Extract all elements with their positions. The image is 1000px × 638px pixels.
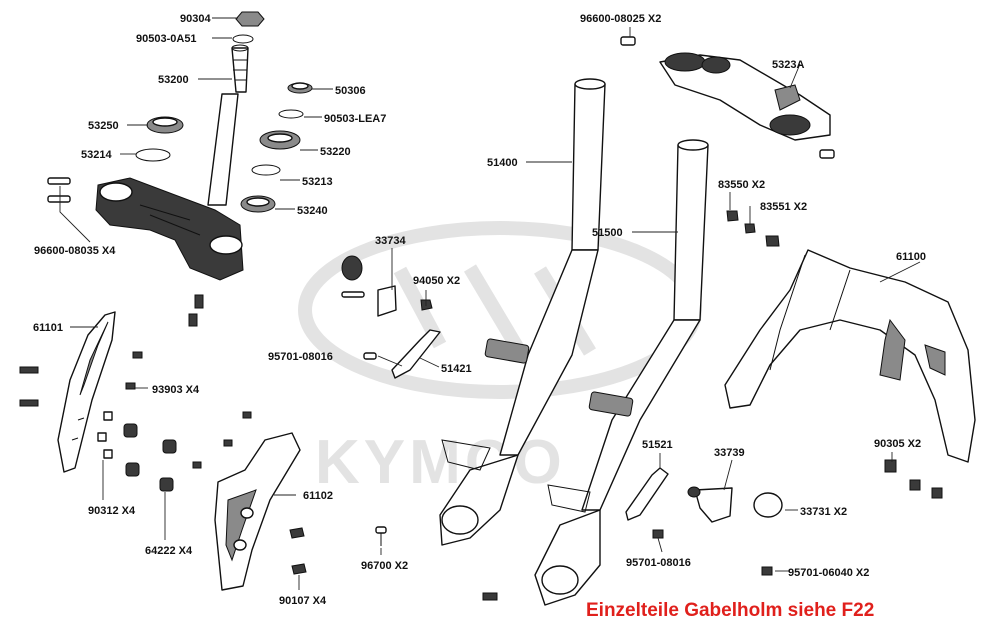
part-clip-83551 <box>765 235 780 247</box>
label-95701-08016-a: 95701-08016 <box>268 351 333 363</box>
part-83550-nut <box>726 210 739 222</box>
part-61101-fork-cover-left <box>57 311 116 473</box>
label-53240: 53240 <box>297 205 328 217</box>
label-95701-08016-b: 95701-08016 <box>626 557 691 569</box>
part-clamp-fastener-1 <box>194 294 204 309</box>
part-screw-left-2 <box>19 399 39 407</box>
part-90503-LEA7-washer <box>278 109 304 119</box>
part-90503-0A51-washer <box>232 34 254 44</box>
label-90304: 90304 <box>180 13 211 25</box>
label-33731: 33731 X2 <box>800 506 847 518</box>
fork-details-reference-note: Einzelteile Gabelholm siehe F22 <box>586 600 875 621</box>
label-53250: 53250 <box>88 120 119 132</box>
label-33734: 33734 <box>375 235 406 247</box>
part-95701-08016-bolt-b <box>652 529 664 539</box>
part-51400-fork-leg-left <box>439 78 606 546</box>
label-90503-0A51: 90503-0A51 <box>136 33 197 45</box>
label-96600-08035: 96600-08035 X4 <box>34 245 116 257</box>
part-5323A-top-triple-clamp <box>659 52 831 141</box>
part-95701-08016-bolt-a <box>363 352 377 360</box>
label-93903: 93903 X4 <box>152 384 200 396</box>
part-50306-race <box>287 82 313 94</box>
label-51400: 51400 <box>487 157 518 169</box>
leader-lines <box>59 17 921 590</box>
label-96600-08025: 96600-08025 X2 <box>580 13 661 25</box>
part-90312-nuts <box>97 411 113 459</box>
label-94050: 94050 X2 <box>413 275 460 287</box>
part-90305-clips <box>884 459 943 499</box>
part-95701-06040-bolt <box>761 566 773 576</box>
part-clamp-fastener-2 <box>188 313 198 327</box>
label-90503-LEA7: 90503-LEA7 <box>324 113 386 125</box>
part-90107-bolts <box>289 527 307 575</box>
label-51421: 51421 <box>441 363 472 375</box>
label-53220: 53220 <box>320 146 351 158</box>
steering-stem-group <box>47 11 313 327</box>
label-90107: 90107 X4 <box>279 595 327 607</box>
part-53213-ring <box>251 164 281 176</box>
label-83551: 83551 X2 <box>760 201 807 213</box>
part-53250-bearing <box>146 116 184 134</box>
part-53214-ring <box>135 148 171 162</box>
label-53200: 53200 <box>158 74 189 86</box>
label-53213: 53213 <box>302 176 333 188</box>
label-83550: 83550 X2 <box>718 179 765 191</box>
label-90312: 90312 X4 <box>88 505 136 517</box>
part-90304-nut <box>235 11 265 27</box>
label-61101: 61101 <box>33 322 63 334</box>
part-93903-screws <box>125 351 143 390</box>
part-screw-mid-1 <box>192 461 202 469</box>
part-83551-washer <box>744 223 756 234</box>
part-51421-clip <box>391 329 441 379</box>
label-53214: 53214 <box>81 149 112 161</box>
part-bottom-bolt <box>482 592 498 601</box>
part-53200-steering-stem <box>207 44 249 206</box>
label-5323A: 5323A <box>772 59 804 71</box>
part-33739-bracket <box>687 486 733 523</box>
part-labels: 90304 90503-0A51 53200 53250 53214 96600… <box>33 13 926 607</box>
label-50306: 50306 <box>335 85 366 97</box>
part-33731-cap <box>753 492 783 518</box>
part-61102-fork-cover-right <box>214 432 301 591</box>
label-95701-06040: 95701-06040 X2 <box>788 567 869 579</box>
label-64222: 64222 X4 <box>145 545 193 557</box>
part-33734-bracket <box>341 255 397 317</box>
watermark-text: KYMCO <box>315 428 566 497</box>
part-51500-fork-leg-right <box>534 139 709 606</box>
part-94050-nut <box>420 299 433 311</box>
label-61100: 61100 <box>896 251 926 263</box>
part-96700-bolt <box>375 526 387 546</box>
part-51521-clip <box>625 467 669 521</box>
label-51500: 51500 <box>592 227 623 239</box>
part-96600-08025-bolts <box>620 36 835 159</box>
kymco-watermark-logo: KYMCO <box>298 221 702 497</box>
part-53220-bearing <box>259 130 301 150</box>
part-bottom-triple-clamp <box>95 177 244 281</box>
label-51521: 51521 <box>642 439 673 451</box>
part-64222-grommets <box>123 423 177 492</box>
part-screw-left-1 <box>19 366 39 374</box>
label-90305: 90305 X2 <box>874 438 921 450</box>
label-61102: 61102 <box>303 490 333 502</box>
part-96600-08035-bolts <box>47 177 71 203</box>
part-61100-front-fender <box>724 249 976 463</box>
label-96700: 96700 X2 <box>361 560 408 572</box>
part-screw-mid-3 <box>242 411 252 419</box>
label-33739: 33739 <box>714 447 745 459</box>
part-53240-seal <box>240 195 276 213</box>
part-screw-mid-2 <box>223 439 233 447</box>
